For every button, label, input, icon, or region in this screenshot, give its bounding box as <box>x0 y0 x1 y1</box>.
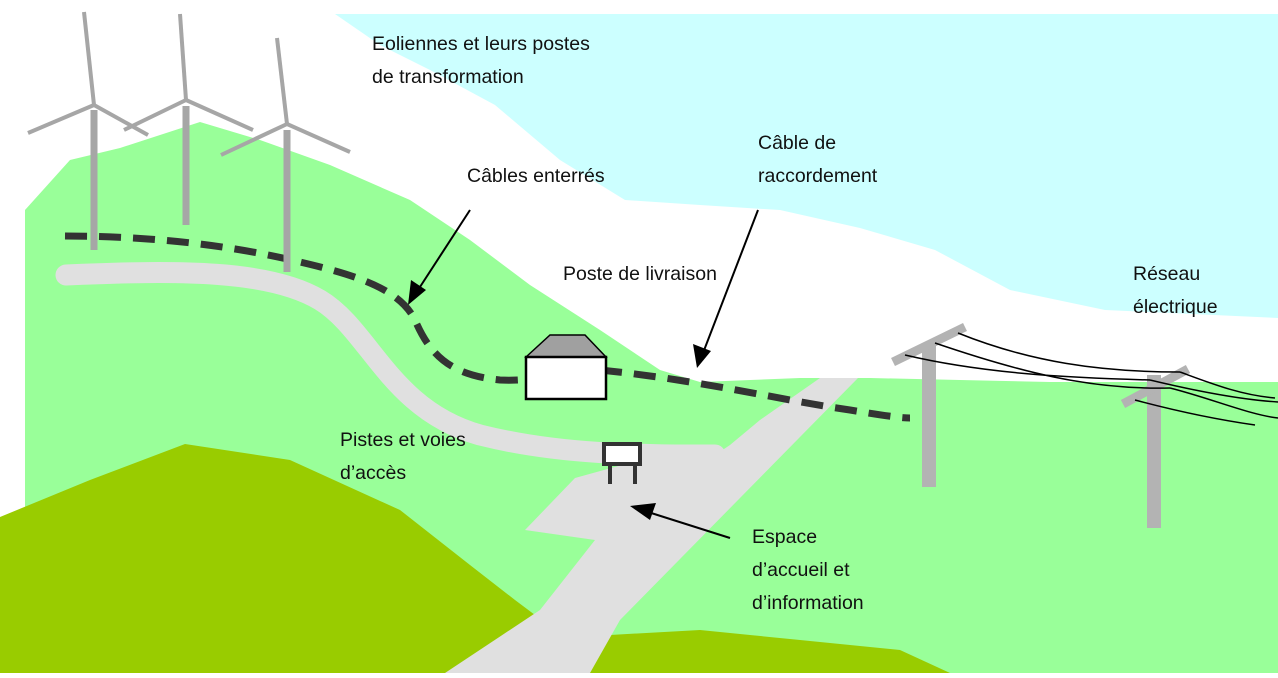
label-cables-enterres-line-1: Câbles enterrés <box>467 165 605 187</box>
label-espace: Espace d’accueil et d’information <box>752 521 864 620</box>
label-cable-raccordement: Câble de raccordement <box>758 127 877 193</box>
dark-green-hill-right <box>540 630 950 673</box>
label-reseau-line-1: Réseau <box>1133 263 1201 285</box>
access-road-branch <box>445 378 858 673</box>
label-pistes-line-2: d’accès <box>340 462 407 484</box>
label-pistes: Pistes et voies d’accès <box>340 424 466 490</box>
label-poste-livraison-line-1: Poste de livraison <box>563 263 717 285</box>
arrowhead-espace <box>630 503 656 520</box>
arrow-cable-raccordement <box>702 209 759 354</box>
access-road <box>55 262 726 466</box>
wind-turbine-3 <box>220 37 351 272</box>
power-lines <box>904 332 1278 426</box>
label-reseau: Réseau électrique <box>1133 258 1218 324</box>
arrow-cables-enterres <box>417 209 471 291</box>
pylon-2 <box>1120 365 1191 528</box>
connection-cable <box>599 366 911 422</box>
label-pistes-line-1: Pistes et voies <box>340 429 466 451</box>
arrowhead-cable-raccordement <box>693 344 711 368</box>
sky-area <box>335 14 1278 318</box>
information-panel <box>602 442 642 484</box>
label-eoliennes-line-2: de transformation <box>372 66 524 88</box>
label-poste-livraison: Poste de livraison <box>563 258 717 291</box>
label-eoliennes-line-1: Eoliennes et leurs postes <box>372 33 590 55</box>
buried-cable <box>64 232 601 384</box>
label-cable-raccordement-line-2: raccordement <box>758 165 878 187</box>
dark-green-hill <box>0 444 580 673</box>
label-espace-line-3: d’information <box>752 592 864 614</box>
label-eoliennes: Eoliennes et leurs postes de transformat… <box>372 28 590 94</box>
wind-turbine-1 <box>27 11 149 250</box>
label-cable-raccordement-line-1: Câble de <box>758 132 837 154</box>
delivery-substation <box>524 334 608 401</box>
arrow-espace <box>647 511 731 539</box>
arrowhead-cables-enterres <box>408 280 426 305</box>
pylon-1 <box>891 322 967 487</box>
wind-turbine-2 <box>123 13 254 225</box>
label-espace-line-2: d’accueil et <box>752 559 850 581</box>
label-espace-line-1: Espace <box>752 526 818 548</box>
label-cables-enterres: Câbles enterrés <box>467 160 605 193</box>
label-reseau-line-2: électrique <box>1133 296 1218 318</box>
